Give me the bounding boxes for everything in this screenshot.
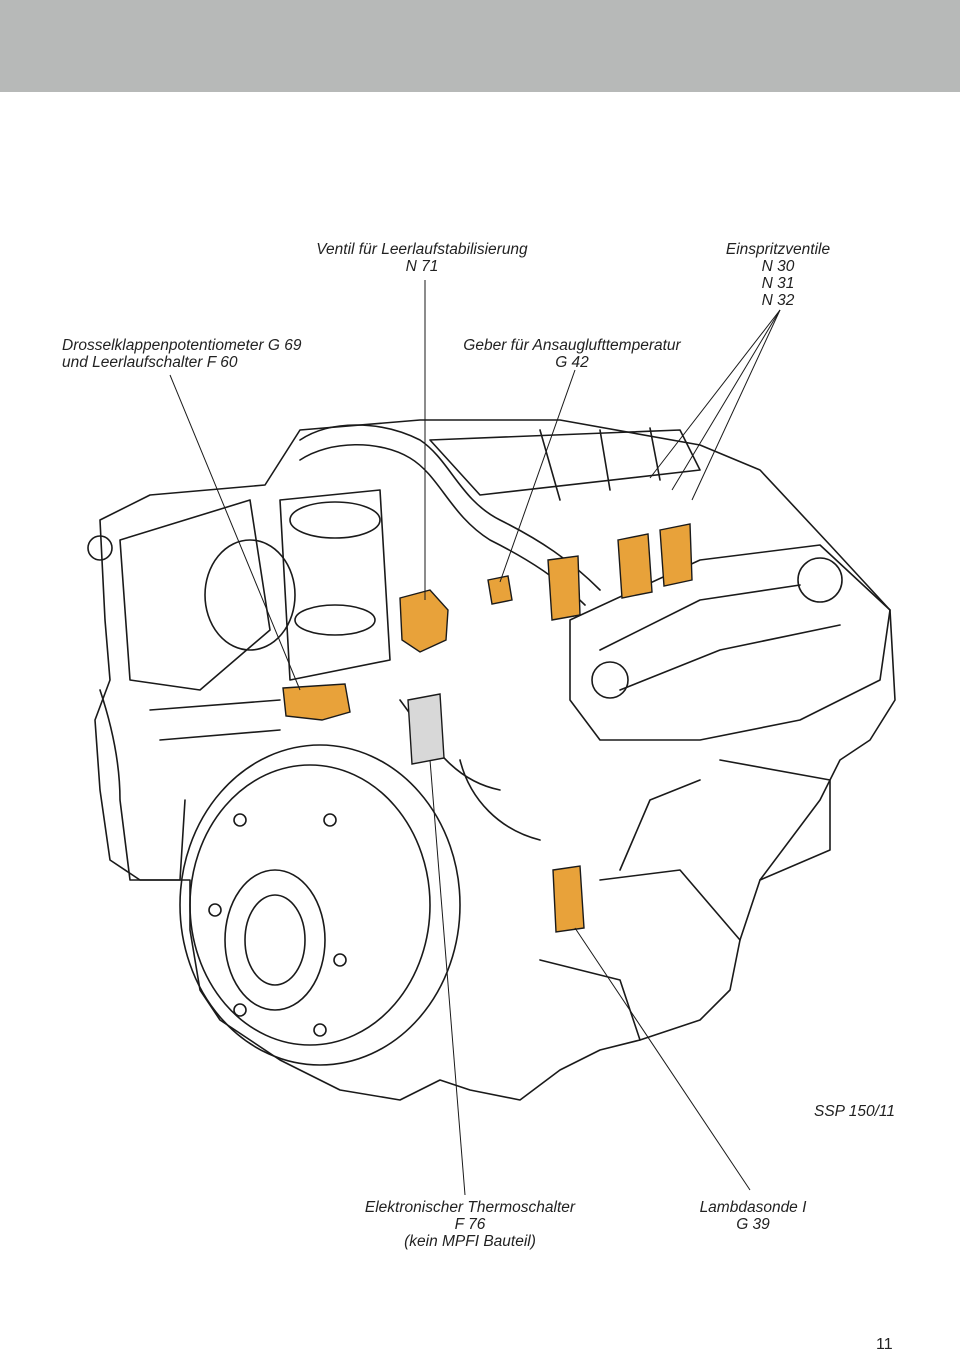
figure-code: SSP 150/11: [814, 1103, 896, 1120]
idle-valve-code: N 71: [405, 258, 439, 275]
leader-lambda: [574, 927, 751, 1191]
throttle-body: [279, 489, 391, 681]
air-temp-name: Geber für Ansauglufttemperatur: [463, 337, 681, 354]
label-throttle-pot: Drosselklappenpotentiometer G 69 und Lee…: [62, 337, 302, 371]
page-number: 11: [876, 1336, 893, 1353]
valve-cover: [569, 544, 891, 741]
injector-2-highlight: [617, 533, 653, 599]
injector-1-highlight: [547, 555, 581, 621]
lambda-sensor-highlight: [552, 865, 585, 933]
injector-code-3: N 32: [761, 292, 795, 309]
fuel-rail: [429, 429, 701, 496]
leader-injector-3: [691, 309, 781, 501]
leader-air-temp: [499, 369, 576, 583]
label-thermo-switch: Elektronischer Thermoschalter F 76 (kein…: [352, 1199, 588, 1250]
label-air-temp: Geber für Ansauglufttemperatur G 42: [452, 337, 692, 371]
leader-throttle-pot: [169, 374, 301, 691]
label-idle-valve: Ventil für Leerlaufstabilisierung N 71: [312, 241, 532, 275]
lambda-code: G 39: [736, 1216, 770, 1233]
thermo-switch-name: Elektronischer Thermoschalter: [364, 1199, 576, 1216]
injectors-name: Einspritzventile: [725, 241, 831, 258]
leader-injector-1: [649, 309, 781, 479]
injector-code-2: N 31: [761, 275, 795, 292]
intake-tube: [299, 424, 601, 591]
throttle-pot-line2: und Leerlaufschalter F 60: [62, 354, 238, 371]
flywheel: [179, 744, 461, 1066]
thermo-switch-code: F 76: [454, 1216, 486, 1233]
air-temp-code: G 42: [555, 354, 589, 371]
engine-block-outline: [94, 419, 896, 1101]
label-injectors: Einspritzventile N 30 N 31 N 32: [718, 241, 838, 309]
thermo-switch-note: (kein MPFI Bauteil): [404, 1233, 536, 1250]
throttle-pot-highlight: [282, 683, 351, 721]
idle-valve-name: Ventil für Leerlaufstabilisierung: [316, 241, 528, 258]
air-temp-sensor-highlight: [487, 575, 513, 605]
throttle-pot-line1: Drosselklappenpotentiometer G 69: [62, 337, 302, 354]
injector-3-highlight: [659, 523, 693, 587]
label-lambda: Lambdasonde I G 39: [688, 1199, 818, 1233]
lambda-name: Lambdasonde I: [699, 1199, 807, 1216]
idle-valve-highlight: [399, 589, 449, 653]
injector-code-1: N 30: [761, 258, 795, 275]
leader-thermo-switch: [429, 759, 466, 1196]
thermo-switch: [407, 693, 445, 765]
leader-injector-2: [671, 309, 781, 491]
header-band: [0, 0, 960, 92]
